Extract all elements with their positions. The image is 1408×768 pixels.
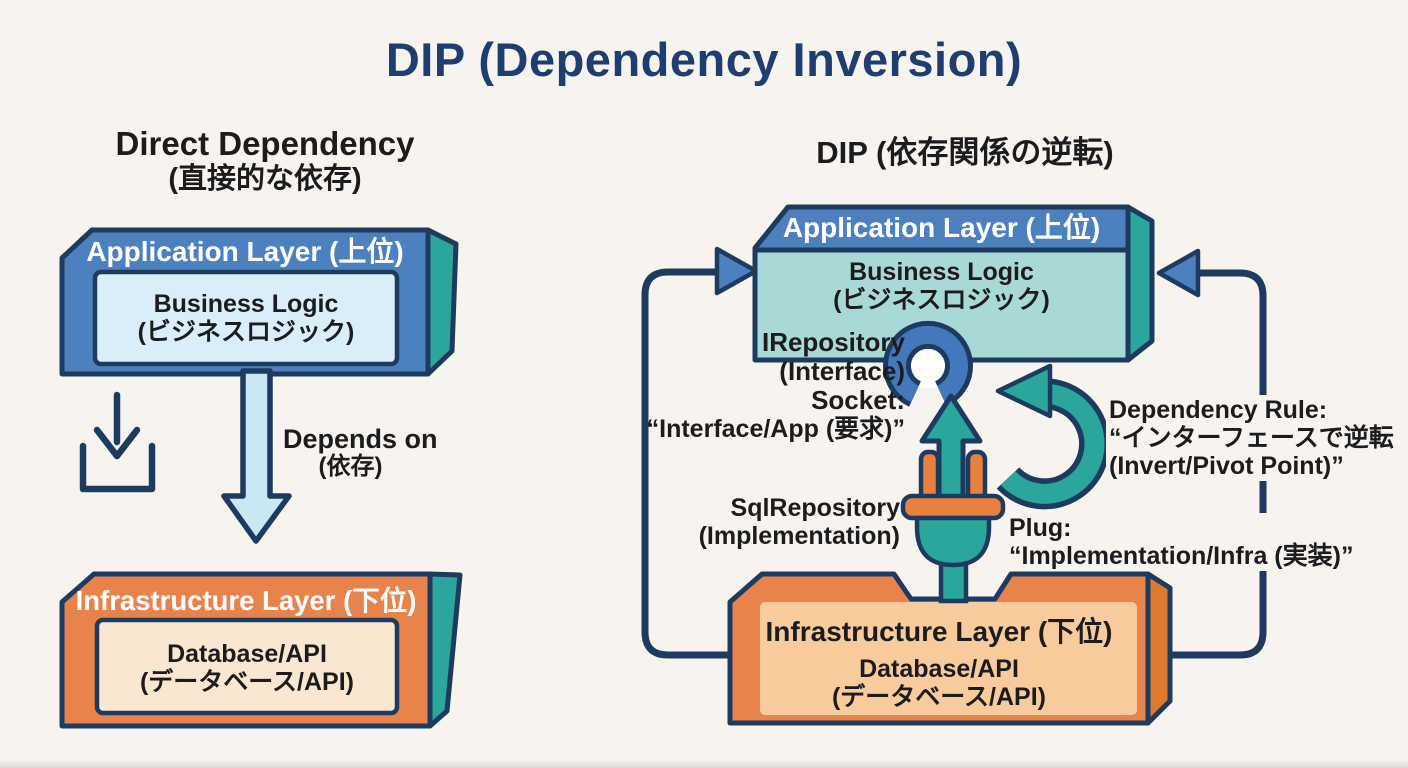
dependency-rule-line1: Dependency Rule: bbox=[1109, 396, 1328, 424]
plug-label: Plug: “Implementation/Infra (実装)” bbox=[1006, 513, 1357, 571]
business-logic-panel-left bbox=[92, 269, 400, 367]
left-heading-ja: (直接的な依存) bbox=[168, 162, 362, 195]
application-layer-box-left bbox=[59, 227, 459, 377]
infra-layer-title-right: Infrastructure Layer (下位) bbox=[765, 616, 1113, 647]
infra-layer-title-left: Infrastructure Layer (下位) bbox=[75, 585, 417, 616]
business-logic-line1: Business Logic bbox=[153, 290, 339, 318]
app-layer-title-left: Application Layer (上位) bbox=[86, 236, 404, 267]
infrastructure-layer-box-right bbox=[727, 571, 1173, 726]
bottom-vignette bbox=[0, 760, 1408, 768]
app-layer-title-right: Application Layer (上位) bbox=[782, 212, 1101, 243]
database-panel-right bbox=[760, 602, 1137, 715]
plug-label-line2: “Implementation/Infra (実装)” bbox=[1009, 542, 1354, 570]
socket-label-line1: IRepository bbox=[761, 327, 905, 357]
socket-ring-icon bbox=[883, 320, 973, 407]
left-section-heading: Direct Dependency (直接的な依存) bbox=[70, 125, 460, 195]
page-title: DIP (Dependency Inversion) bbox=[385, 33, 1023, 86]
database-right-line1: Database/API bbox=[859, 655, 1019, 683]
socket-label-line2: (Interface) bbox=[779, 356, 905, 387]
business-logic-line2: (ビジネスロジック) bbox=[137, 318, 355, 346]
depends-on-arrow bbox=[221, 368, 292, 544]
loop-line-left bbox=[641, 268, 730, 659]
right-section-heading: DIP (依存関係の逆転) bbox=[816, 135, 1114, 170]
database-text-right: Database/API (データベース/API) bbox=[730, 655, 1148, 711]
rotation-arrow-icon bbox=[995, 363, 1110, 510]
database-line2: (データベース/API) bbox=[139, 668, 355, 696]
socket-label-line4: “Interface/App (要求)” bbox=[646, 415, 905, 444]
depends-on-label: Depends on (依存) bbox=[283, 424, 438, 481]
business-logic-right-line1: Business Logic bbox=[849, 258, 1034, 286]
database-text-left: Database/API (データベース/API) bbox=[97, 640, 397, 696]
infrastructure-layer-box-left bbox=[59, 571, 463, 729]
implementation-line2: (Implementation) bbox=[698, 522, 900, 550]
database-right-line2: (データベース/API) bbox=[831, 683, 1047, 711]
depends-on-line2: (依存) bbox=[318, 453, 383, 481]
dependency-rule-label: Dependency Rule: “インターフェースで逆転 (Invert/Pi… bbox=[1106, 395, 1397, 481]
dip-inversion-diagram bbox=[641, 204, 1267, 726]
plug-label-line1: Plug: bbox=[1009, 514, 1072, 542]
plug-icon bbox=[900, 449, 1006, 604]
business-logic-text-right: Business Logic (ビジネスロジック) bbox=[755, 258, 1128, 314]
loop-arrowhead-left bbox=[714, 246, 759, 296]
business-logic-right-line2: (ビジネスロジック) bbox=[833, 286, 1050, 314]
dependency-rule-line2: “インターフェースで逆転 bbox=[1109, 424, 1394, 452]
depends-on-line1: Depends on bbox=[283, 424, 438, 454]
dependency-rule-line3: (Invert/Pivot Point)” bbox=[1109, 452, 1344, 480]
implementation-line1: SqlRepository bbox=[730, 494, 900, 522]
socket-label-line3: Socket: bbox=[811, 385, 905, 416]
database-panel-left bbox=[94, 617, 400, 716]
download-icon bbox=[79, 391, 156, 493]
left-heading-en: Direct Dependency bbox=[115, 125, 415, 162]
database-line1: Database/API bbox=[167, 640, 327, 668]
direct-dependency-diagram bbox=[59, 227, 463, 729]
loop-arrowhead-right bbox=[1156, 248, 1201, 298]
business-logic-text-left: Business Logic (ビジネスロジック) bbox=[95, 290, 397, 346]
socket-label: IRepository (Interface) Socket: “Interfa… bbox=[646, 327, 905, 444]
implementation-label: SqlRepository (Implementation) bbox=[699, 494, 900, 550]
